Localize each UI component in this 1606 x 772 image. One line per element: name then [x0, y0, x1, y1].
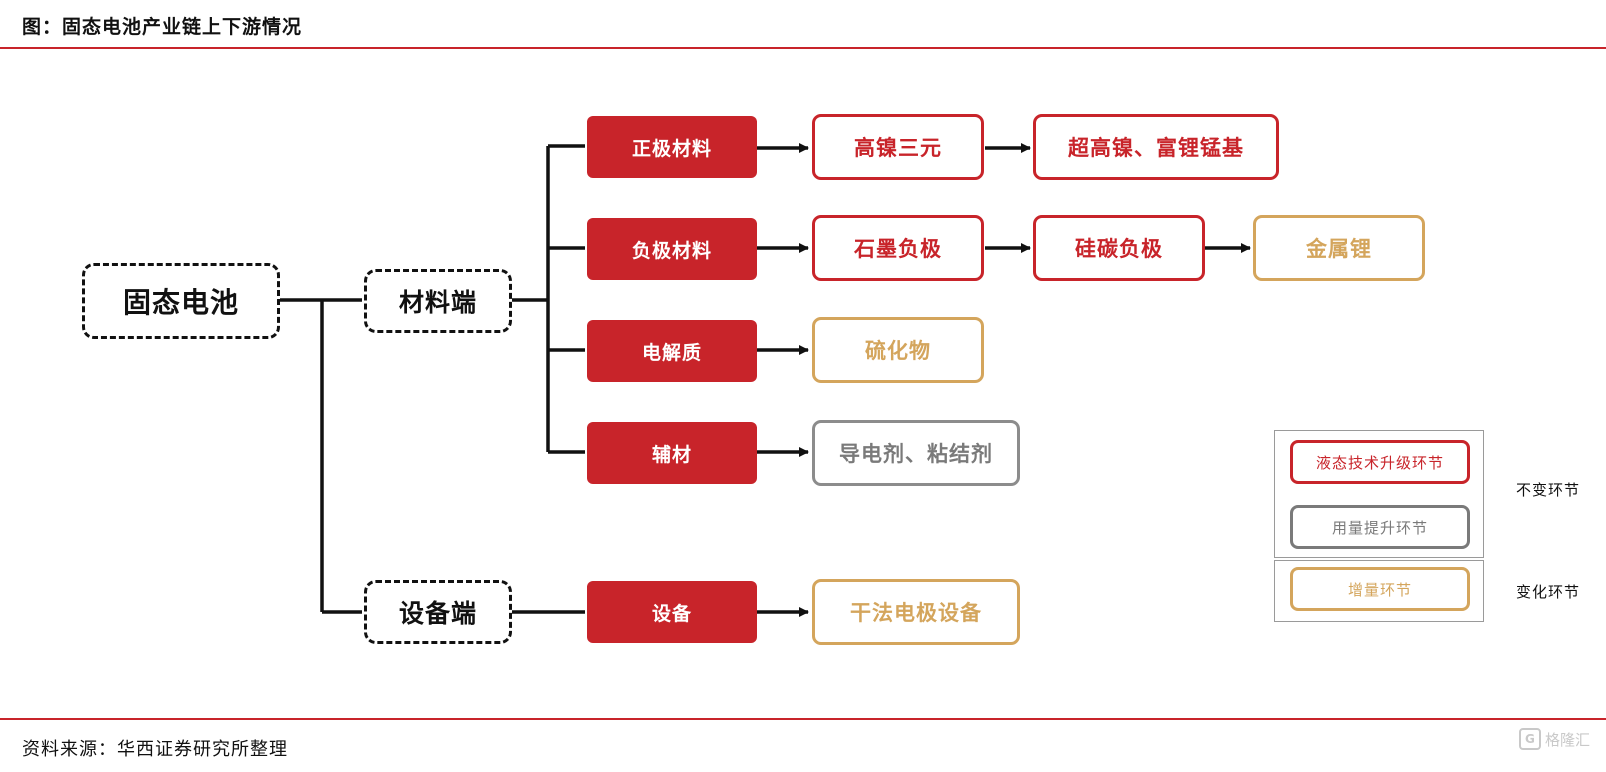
materials-end-node: 材料端 [364, 269, 512, 333]
cathode-step-2-label: 超高镍、富锂锰基 [1068, 135, 1244, 160]
cathode-step-1-label: 高镍三元 [854, 135, 942, 160]
anode-step-2-label: 硅碳负极 [1075, 236, 1163, 261]
anode-step-1: 石墨负极 [812, 215, 984, 281]
anode-step-3: 金属锂 [1253, 215, 1425, 281]
auxiliary-step-1-label: 导电剂、粘结剂 [839, 441, 993, 466]
electrolyte-step-1-label: 硫化物 [865, 338, 931, 363]
legend-item-incremental: 增量环节 [1290, 567, 1470, 611]
category-cathode: 正极材料 [587, 116, 757, 178]
watermark-logo-icon: G [1518, 728, 1541, 750]
category-anode-label: 负极材料 [631, 239, 712, 262]
materials-end-label: 材料端 [398, 288, 477, 317]
equipment-end-label: 设备端 [398, 599, 477, 628]
top-divider [0, 47, 1606, 49]
category-electrolyte-label: 电解质 [641, 341, 702, 364]
category-auxiliary-label: 辅材 [651, 443, 692, 466]
source-note: 资料来源：华西证券研究所整理 [22, 739, 288, 760]
legend-group-changed-label: 变化环节 [1516, 583, 1581, 601]
electrolyte-step-1: 硫化物 [812, 317, 984, 383]
anode-step-2: 硅碳负极 [1033, 215, 1205, 281]
watermark: G 格隆汇 [1518, 728, 1590, 750]
legend-item-incremental-label: 增量环节 [1347, 580, 1412, 599]
legend-group-unchanged-label: 不变环节 [1516, 481, 1581, 499]
legend-item-upgrade: 液态技术升级环节 [1290, 440, 1470, 484]
auxiliary-step-1: 导电剂、粘结剂 [812, 420, 1020, 486]
bottom-divider [0, 718, 1606, 720]
category-equipment: 设备 [587, 581, 757, 643]
category-electrolyte: 电解质 [587, 320, 757, 382]
legend-group-changed [1274, 560, 1484, 622]
equipment-end-node: 设备端 [364, 580, 512, 644]
legend-group-unchanged [1274, 430, 1484, 558]
anode-step-1-label: 石墨负极 [854, 236, 942, 261]
root-node: 固态电池 [82, 263, 280, 339]
category-anode: 负极材料 [587, 218, 757, 280]
category-equipment-label: 设备 [651, 602, 692, 625]
figure-title: 图：固态电池产业链上下游情况 [22, 16, 303, 38]
root-label: 固态电池 [122, 286, 239, 319]
watermark-text: 格隆汇 [1544, 730, 1590, 749]
legend-item-upgrade-label: 液态技术升级环节 [1315, 453, 1444, 472]
legend-item-usage-label: 用量提升环节 [1331, 518, 1428, 537]
legend-item-usage: 用量提升环节 [1290, 505, 1470, 549]
category-cathode-label: 正极材料 [631, 137, 712, 160]
equipment-step-1-label: 干法电极设备 [850, 600, 982, 625]
equipment-step-1: 干法电极设备 [812, 579, 1020, 645]
cathode-step-1: 高镍三元 [812, 114, 984, 180]
category-auxiliary: 辅材 [587, 422, 757, 484]
anode-step-3-label: 金属锂 [1306, 236, 1372, 261]
cathode-step-2: 超高镍、富锂锰基 [1033, 114, 1279, 180]
